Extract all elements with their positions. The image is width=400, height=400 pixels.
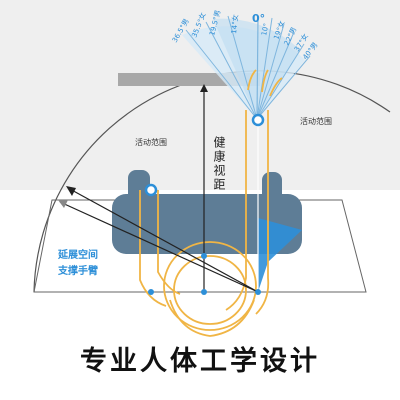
activity-range-arc — [33, 70, 391, 293]
arm-support-wedge — [258, 218, 302, 292]
support-arm-label: 支撑手臂 — [57, 264, 98, 277]
reach-line-upper — [67, 187, 259, 293]
chair — [112, 170, 302, 254]
angle-zero-label: 0° — [252, 12, 265, 25]
viewing-angle-fan — [182, 15, 311, 120]
viewing-distance-arrow — [200, 84, 208, 92]
viewing-distance-label: 健康视距 — [212, 136, 226, 192]
activity-area-label-right: 活动范围 — [300, 116, 332, 126]
pivot-dot — [201, 253, 207, 259]
extended-space-label: 延展空间 — [57, 248, 98, 261]
pivot-dot — [251, 113, 265, 127]
pivot-dot — [144, 183, 158, 197]
page-title: 专业人体工学设计 — [80, 346, 320, 377]
pivot-dot — [201, 289, 207, 295]
pivot-dot — [255, 289, 261, 295]
pivot-dot — [148, 289, 154, 295]
angle-label-right: 10° — [260, 23, 270, 37]
activity-area-label-left: 活动范围 — [135, 137, 167, 147]
reach-arrow-lower — [58, 200, 68, 208]
angle-label-left: 14°女 — [229, 14, 240, 34]
reach-arrow-upper — [66, 186, 76, 196]
user-body-outline — [139, 69, 283, 337]
reach-line-lower — [59, 201, 259, 293]
